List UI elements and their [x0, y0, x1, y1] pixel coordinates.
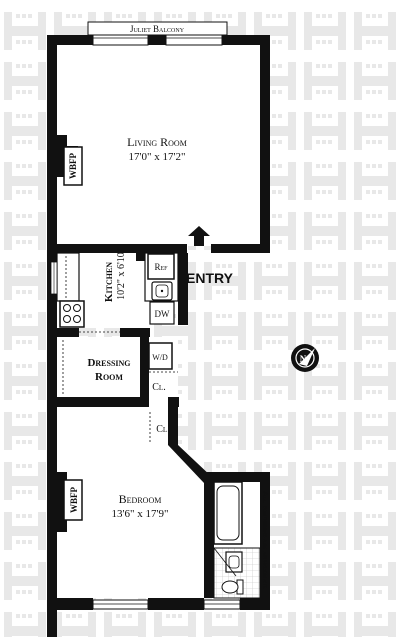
closet-dressing-label: Cl.: [152, 382, 165, 393]
dressing-room: W/D Cl. Dressing Room: [57, 337, 178, 402]
compass-icon: N: [291, 344, 319, 372]
sink-icon: [151, 281, 173, 301]
bedroom: Cl. WBFP Bedroom 13'6" x 17'9": [47, 400, 270, 610]
balcony-label: Juliet Balcony: [130, 24, 185, 34]
dishwasher: DW: [149, 301, 175, 325]
fireplace-living: WBFP: [57, 135, 83, 186]
bedroom-name: Bedroom: [119, 492, 162, 506]
living-room-dims: 17'0" x 17'2": [129, 151, 186, 163]
dimensions-disclaimer: All dimensions are approximate: [261, 491, 270, 590]
washer-dryer: W/D: [148, 342, 173, 370]
entry-label: ENTRY: [186, 270, 234, 286]
wbfp-label-top: WBFP: [68, 152, 78, 179]
living-room: [47, 35, 270, 253]
compass-north-label: N: [300, 354, 307, 364]
vanity-sink-icon: [225, 551, 243, 573]
kitchen-dims: 10'2" x 6'10": [116, 248, 127, 300]
wd-label: W/D: [152, 353, 168, 362]
entry-arrow: [188, 226, 210, 246]
closet-hall-label: Cl.: [156, 424, 169, 435]
stove-icon: [59, 300, 85, 328]
bedroom-dims: 13'6" x 17'9": [112, 508, 169, 520]
fireplace-bedroom: WBFP: [57, 472, 83, 532]
dw-label: DW: [155, 309, 170, 319]
living-room-name: Living Room: [127, 135, 187, 149]
toilet-icon: [221, 579, 244, 595]
kitchen-name: Kitchen: [103, 262, 115, 302]
refrigerator: Ref: [147, 253, 175, 280]
dressing-room-name-line2: Room: [95, 371, 123, 383]
bathtub-icon: [213, 481, 243, 545]
wbfp-label-bottom: WBFP: [69, 486, 79, 513]
ref-label: Ref: [154, 262, 168, 272]
bathroom: [213, 481, 261, 599]
dressing-room-name-line1: Dressing: [87, 357, 130, 369]
juliet-balcony: Juliet Balcony: [87, 21, 228, 46]
